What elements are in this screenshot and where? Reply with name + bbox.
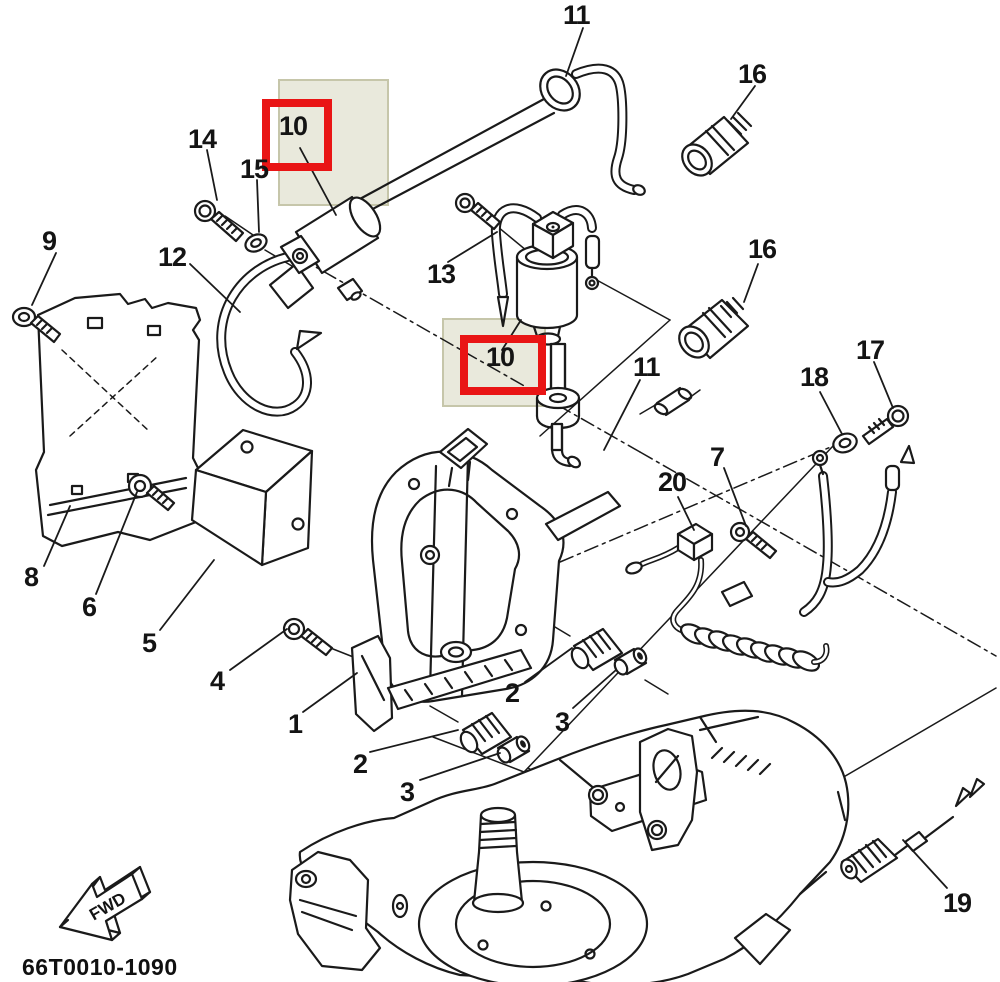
part-10-highlight-box-2	[460, 335, 546, 395]
sensor-lead	[840, 777, 986, 884]
part-label-2-a[interactable]: 2	[505, 678, 520, 708]
part-label-10-a[interactable]: 10	[279, 111, 308, 141]
cdi-unit	[190, 428, 314, 567]
spark-plug-cap-1	[681, 111, 753, 177]
wire-harness	[799, 444, 916, 617]
diagram-code: 66T0010-1090	[22, 954, 178, 980]
part-label-13[interactable]: 13	[427, 259, 456, 289]
part-label-7[interactable]: 7	[710, 442, 725, 472]
part-label-2-b[interactable]: 2	[353, 749, 368, 779]
part-label-9[interactable]: 9	[42, 226, 57, 256]
part-label-17[interactable]: 17	[856, 335, 885, 365]
fasteners	[11, 192, 910, 657]
coil-lead-wire	[216, 251, 323, 417]
part-label-18[interactable]: 18	[800, 362, 829, 392]
ignition-coil-2	[490, 203, 601, 469]
part-label-3-a[interactable]: 3	[555, 707, 570, 737]
part-label-1[interactable]: 1	[288, 709, 303, 739]
spark-plug-lead-1	[539, 63, 646, 196]
part-label-14[interactable]: 14	[188, 124, 217, 154]
part-label-5[interactable]: 5	[142, 628, 157, 658]
part-label-11-a[interactable]: 11	[563, 0, 591, 30]
part-label-16-a[interactable]: 16	[738, 59, 767, 89]
part-label-6[interactable]: 6	[82, 592, 97, 622]
grommets-collars	[459, 627, 648, 764]
electrical-cover	[34, 292, 202, 548]
part-label-20[interactable]: 20	[658, 467, 687, 497]
leader-lines	[31, 27, 948, 889]
part-10-highlight-box-1	[262, 99, 332, 171]
fwd-arrow: FWD	[58, 865, 152, 942]
spark-plug-cap-2	[678, 296, 750, 360]
part-label-11-b[interactable]: 11	[633, 352, 661, 382]
part-label-19[interactable]: 19	[943, 888, 972, 918]
part-label-10-b[interactable]: 10	[486, 342, 515, 372]
lanyard-assembly	[625, 522, 830, 672]
spark-plug-lead-2	[639, 386, 701, 417]
part-label-15[interactable]: 15	[240, 154, 269, 184]
part-label-8[interactable]: 8	[24, 562, 39, 592]
engine-block	[288, 709, 850, 982]
electrical-bracket	[350, 427, 622, 733]
part-label-3-b[interactable]: 3	[400, 777, 415, 807]
part-label-16-b[interactable]: 16	[748, 234, 777, 264]
part-label-12[interactable]: 12	[158, 242, 187, 272]
part-label-4[interactable]: 4	[210, 666, 225, 696]
